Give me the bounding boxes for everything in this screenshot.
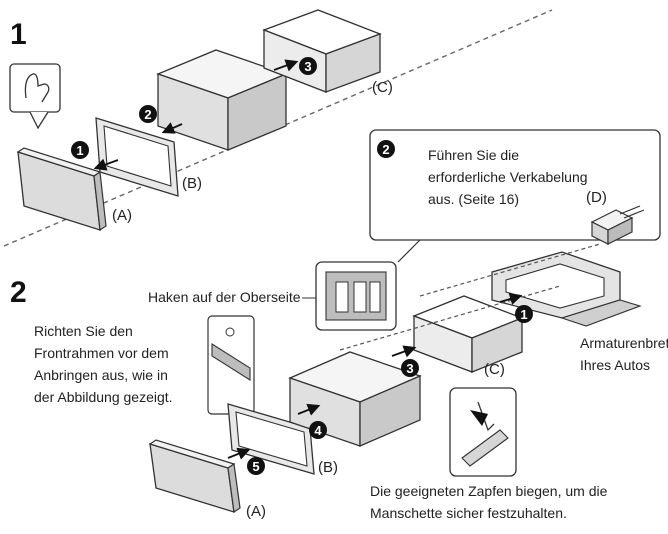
badge-step2-4: 4	[309, 421, 327, 439]
badge-step1-3: 3	[299, 57, 317, 75]
inset-frame-align	[207, 315, 255, 415]
badge-step1-2: 2	[139, 105, 157, 123]
svg-text:3: 3	[304, 59, 311, 74]
callout-line-2: erforderliche Verkabelung	[428, 169, 588, 185]
trim-frame-b-step2	[227, 403, 315, 475]
callout-badge	[377, 140, 395, 158]
faceplate-a-step1	[16, 147, 107, 232]
step1-number: 1	[10, 18, 27, 51]
bend-note-line-1: Die geeigneten Zapfen biegen, um die	[370, 483, 608, 499]
connector-d-icon	[590, 205, 645, 245]
dashboard-line-1: Armaturenbrett	[580, 335, 668, 351]
label-a-step2: (A)	[246, 503, 266, 520]
callout-badge-number: 2	[382, 142, 389, 157]
step2-number: 2	[10, 276, 27, 309]
svg-text:2: 2	[144, 107, 151, 122]
align-note-line-1: Richten Sie den	[34, 323, 133, 339]
label-c-step1: (C)	[372, 79, 393, 96]
bend-note-line-2: Manschette sicher festzuhalten.	[370, 505, 567, 521]
wiring-callout: 2 Führen Sie die erforderliche Verkabelu…	[369, 129, 661, 263]
svg-text:1: 1	[520, 307, 527, 322]
badge-step2-3: 3	[401, 359, 419, 377]
svg-text:5: 5	[252, 459, 259, 474]
main-unit-step2	[288, 351, 422, 447]
arrow-step1-2	[161, 122, 183, 134]
label-c-step2: (C)	[484, 361, 505, 378]
main-unit-step1	[156, 49, 288, 151]
label-d: (D)	[586, 189, 607, 206]
align-note-line-4: der Abbildung gezeigt.	[34, 389, 173, 405]
arrow-step2-5	[227, 447, 251, 460]
badge-step2-5: 5	[247, 457, 265, 475]
arrow-step1-3	[273, 59, 299, 72]
badge-step2-1: 1	[515, 305, 533, 323]
wiring-guide-2	[419, 243, 601, 297]
arrow-step1-1	[93, 158, 119, 171]
align-note-line-3: Anbringen aus, wie in	[34, 367, 168, 383]
arrow-step2-3	[391, 345, 417, 358]
badge-step1-1: 1	[71, 141, 89, 159]
label-a-step1: (A)	[112, 207, 132, 224]
align-note-line-2: Frontrahmen vor dem	[34, 345, 169, 361]
label-b-step1: (B)	[182, 175, 202, 192]
hook-note: Haken auf der Oberseite	[148, 289, 301, 305]
inset-bend-tabs	[449, 387, 517, 477]
label-b-step2: (B)	[318, 459, 338, 476]
callout-line-1: Führen Sie die	[428, 147, 519, 163]
inset-top-hook	[315, 261, 397, 331]
car-dashboard	[491, 251, 642, 327]
svg-text:1: 1	[76, 143, 83, 158]
dashboard-line-2: Ihres Autos	[580, 357, 650, 373]
arrow-step2-1	[499, 292, 523, 305]
svg-text:3: 3	[406, 361, 413, 376]
sleeve-c-step2	[412, 295, 524, 373]
trim-frame-b-step1	[95, 117, 179, 197]
callout-line-3: aus. (Seite 16)	[428, 191, 519, 207]
svg-text:4: 4	[314, 423, 322, 438]
hand-push-icon	[9, 63, 61, 130]
faceplate-a-step2	[148, 439, 241, 514]
arrow-step2-4	[297, 403, 321, 416]
wiring-guide-1	[339, 285, 561, 351]
